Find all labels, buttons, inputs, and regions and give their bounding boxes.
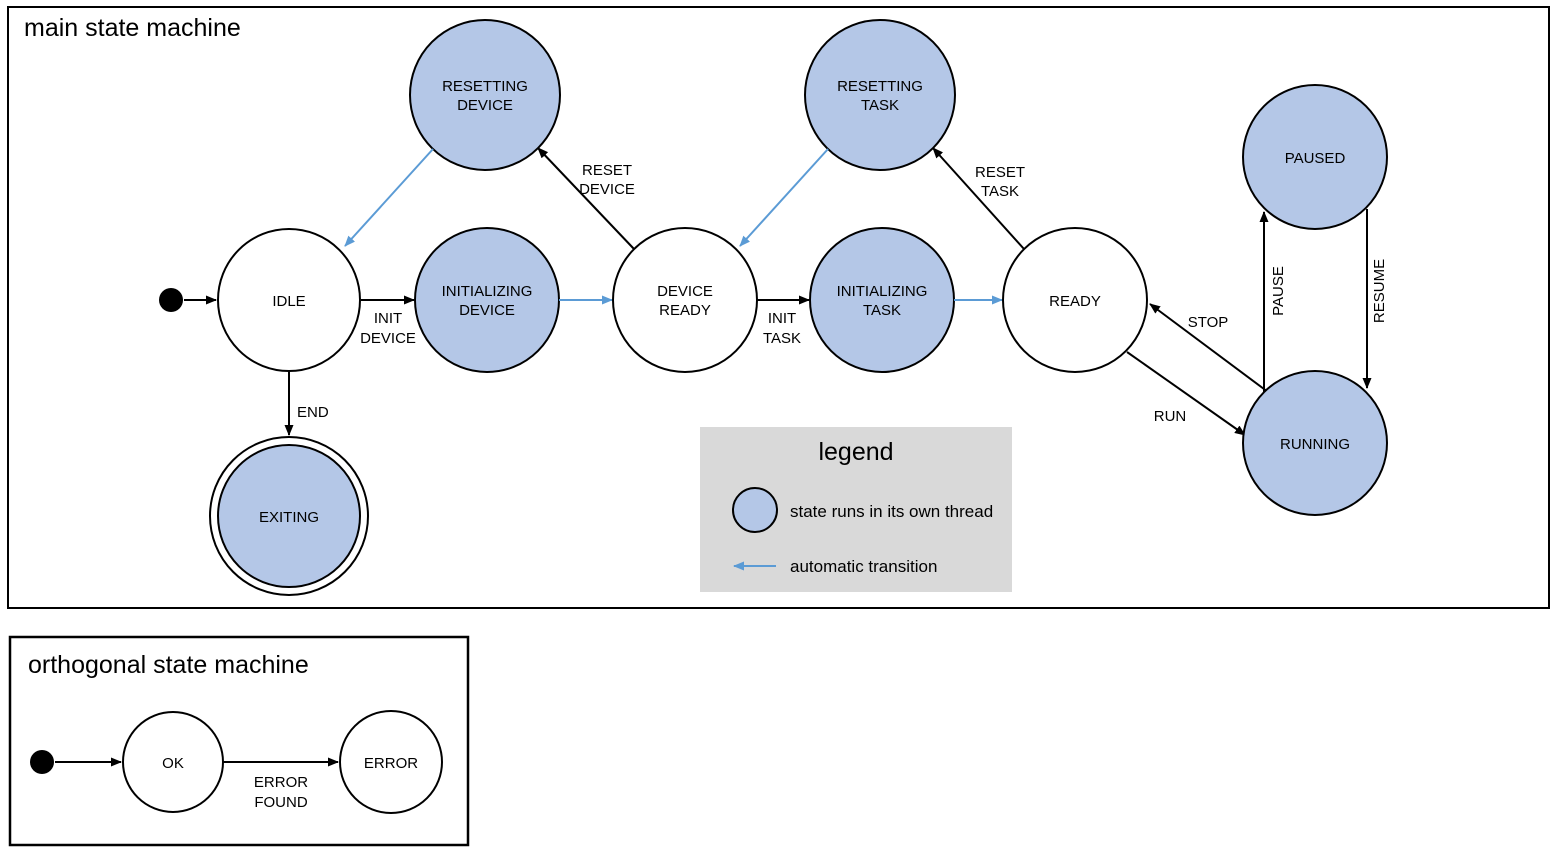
orthogonal-panel-title: orthogonal state machine (28, 651, 309, 679)
arrow-auto-resetdevice-to-idle (344, 148, 434, 247)
state-running (1242, 370, 1388, 516)
state-ok-label: OK (162, 755, 184, 772)
state-resetting-device (409, 19, 561, 171)
arrow-auto-resettask-to-deviceready (739, 148, 829, 247)
label-reset-task-line1: RESET (975, 164, 1025, 181)
label-reset-device-line1: RESET (582, 162, 632, 179)
orthogonal-initial-state-dot (30, 750, 54, 774)
state-paused (1242, 84, 1388, 230)
label-stop: STOP (1188, 314, 1229, 331)
state-error-label: ERROR (364, 755, 418, 772)
arrow-reset-device (537, 147, 635, 250)
legend-automatic-label: automatic transition (790, 557, 937, 576)
state-device-ready-label-line2: READY (659, 302, 711, 319)
legend-title: legend (818, 438, 893, 466)
label-error-found-line2: FOUND (254, 794, 307, 811)
legend-thread-state-icon (732, 487, 778, 533)
label-init-task-line1: INIT (768, 310, 796, 327)
state-initializing-task (809, 227, 955, 373)
state-device-ready (612, 227, 758, 373)
state-ready (1002, 227, 1148, 373)
label-end: END (297, 404, 329, 421)
state-running-label: RUNNING (1280, 436, 1350, 453)
arrow-run (1126, 351, 1246, 436)
state-resetting-task-label-line1: RESETTING (837, 78, 923, 95)
state-exiting-label: EXITING (259, 509, 319, 526)
legend: legend state runs in its own thread auto… (700, 427, 1012, 592)
main-panel-title: main state machine (24, 14, 241, 42)
legend-thread-state-label: state runs in its own thread (790, 502, 993, 521)
initial-state-dot (159, 288, 183, 312)
state-initializing-device (414, 227, 560, 373)
state-initializing-device-label-line2: DEVICE (459, 302, 515, 319)
label-pause: PAUSE (1270, 266, 1287, 316)
state-resetting-task-label-line2: TASK (861, 97, 899, 114)
state-device-ready-label-line1: DEVICE (657, 283, 713, 300)
label-init-device-line2: DEVICE (360, 330, 416, 347)
orthogonal-state-machine-panel: orthogonal state machine OK ERROR FOUND … (8, 635, 470, 847)
label-run: RUN (1154, 408, 1187, 425)
state-idle-label: IDLE (272, 293, 305, 310)
state-resetting-device-label-line1: RESETTING (442, 78, 528, 95)
state-paused-label: PAUSED (1285, 150, 1346, 167)
arrow-reset-task (932, 147, 1025, 250)
state-initializing-device-label-line1: INITIALIZING (442, 283, 533, 300)
label-init-device-line1: INIT (374, 310, 402, 327)
state-error (339, 710, 443, 814)
state-initializing-task-label-line1: INITIALIZING (837, 283, 928, 300)
label-reset-task-line2: TASK (981, 183, 1019, 200)
state-exiting (217, 444, 361, 588)
label-resume: RESUME (1371, 259, 1388, 323)
main-state-machine-panel: main state machine IDLE INIT DEVICE INIT… (7, 6, 1550, 609)
arrow-stop (1149, 303, 1269, 393)
label-reset-device-line2: DEVICE (579, 181, 635, 198)
state-resetting-task (804, 19, 956, 171)
label-error-found-line1: ERROR (254, 774, 308, 791)
label-init-task-line2: TASK (763, 330, 801, 347)
state-ready-label: READY (1049, 293, 1101, 310)
state-idle (217, 228, 361, 372)
state-resetting-device-label-line2: DEVICE (457, 97, 513, 114)
state-initializing-task-label-line2: TASK (863, 302, 901, 319)
